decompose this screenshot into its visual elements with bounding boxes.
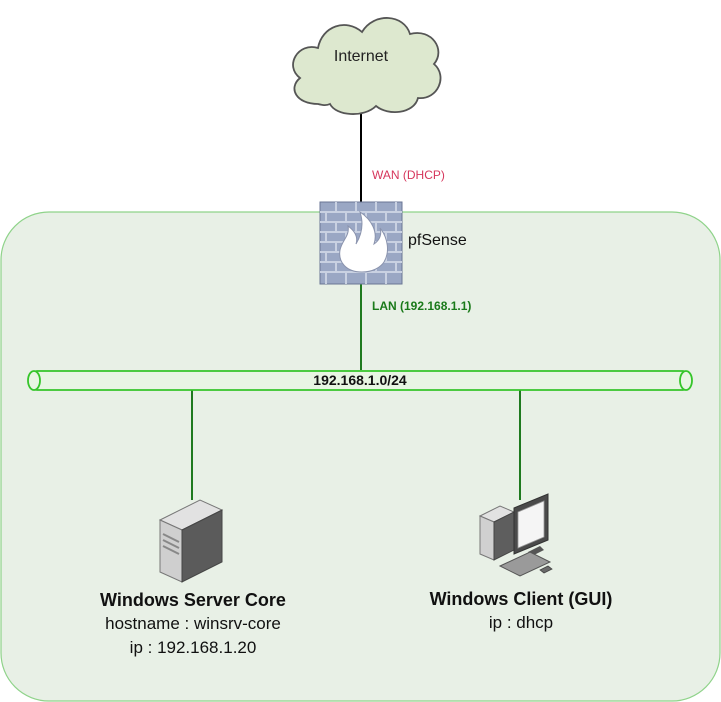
desktop-pc-icon (478, 493, 553, 577)
client-title: Windows Client (GUI) (429, 589, 613, 609)
subnet-label: 192.168.1.0/24 (313, 372, 407, 388)
firewall-icon (319, 201, 403, 285)
subnet-bus (27, 370, 693, 391)
cloud-icon (292, 17, 442, 115)
server-ip: ip : 192.168.1.20 (129, 638, 257, 657)
server-title: Windows Server Core (100, 590, 286, 610)
firewall-label: pfSense (408, 232, 467, 249)
server-tower-icon (158, 499, 224, 583)
server-hostname: hostname : winsrv-core (105, 614, 281, 633)
lan-link-label: LAN (192.168.1.1) (372, 299, 472, 313)
client-ip: ip : dhcp (488, 613, 554, 632)
internet-label: Internet (333, 48, 389, 65)
wan-link-label: WAN (DHCP) (372, 168, 445, 182)
